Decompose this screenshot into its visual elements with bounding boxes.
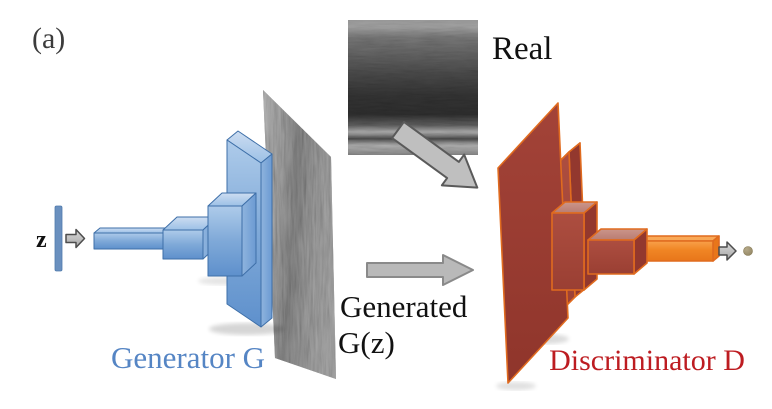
generated-label: Generated	[340, 289, 468, 324]
latent-input-label: z	[36, 227, 47, 253]
generator-network	[93, 130, 285, 335]
generated-to-discriminator-arrow-icon	[366, 254, 474, 286]
generator-slab-shadow	[209, 323, 285, 335]
discriminator-shadow-2	[496, 382, 536, 390]
generated-gz-label: G(z)	[338, 325, 395, 360]
real-to-discriminator-arrow-icon	[391, 120, 479, 189]
input-arrow-icon	[65, 228, 86, 249]
discriminator-layer-1-slab	[497, 102, 569, 384]
panel-label: (a)	[32, 22, 65, 55]
generator-label: Generator G	[111, 340, 265, 375]
generator-layer-1-bar	[93, 227, 175, 250]
generator-layer-3-cube	[207, 192, 257, 277]
output-arrow-icon	[718, 241, 737, 261]
discriminator-label: Discriminator D	[549, 344, 745, 377]
discriminator-layer-4-box	[587, 228, 648, 275]
latent-vector-bar	[54, 205, 63, 272]
output-score-dot	[743, 246, 753, 256]
discriminator-network	[496, 102, 720, 390]
real-label: Real	[492, 31, 552, 67]
discriminator-output-bar	[629, 235, 720, 262]
